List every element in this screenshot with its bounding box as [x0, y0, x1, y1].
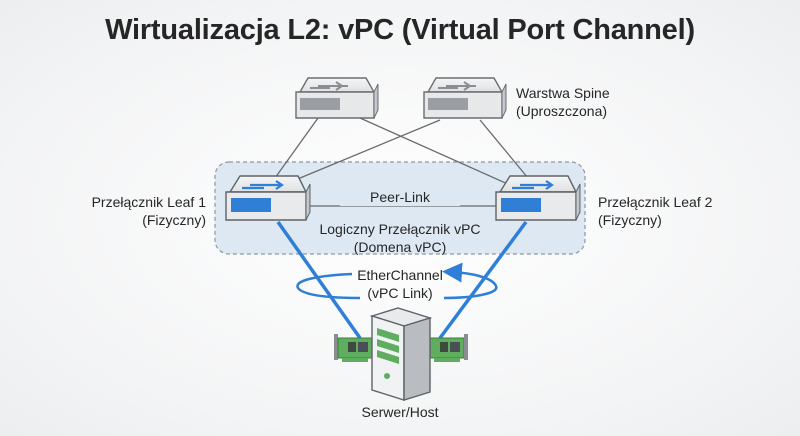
vpc-links: [276, 220, 528, 340]
link-leaf1-server: [276, 220, 362, 340]
leaf1-label-line1: Przełącznik Leaf 1: [91, 194, 206, 210]
link-spine2-leaf1: [287, 119, 441, 184]
etherchannel-ring: [296, 262, 498, 300]
link-spine1-leaf1: [274, 117, 319, 179]
leaf1-label-line2: (Fizyczny): [142, 212, 206, 228]
link-leaf2-server: [438, 220, 528, 340]
leaf2-label-line2: (Fizyczny): [598, 212, 662, 228]
spine-switch-2: [423, 77, 507, 119]
leaf-switch-1: [225, 175, 311, 221]
spine-label-line1: Warstwa Spine: [516, 85, 610, 101]
etherchannel-label-line2: (vPC Link): [367, 285, 433, 301]
vpc-domain-label-line1: Logiczny Przełącznik vPC: [319, 221, 481, 237]
spine-label: Warstwa Spine (Uproszczona): [516, 84, 610, 120]
link-spine2-leaf2: [479, 119, 529, 179]
vpc-domain-label: Logiczny Przełącznik vPC (Domena vPC): [300, 220, 500, 256]
vpc-domain-label-line2: (Domena vPC): [353, 239, 447, 255]
spine-leaf-links: [274, 117, 529, 186]
spine-switch-1: [295, 77, 379, 119]
etherchannel-label: EtherChannel (vPC Link): [340, 266, 460, 302]
nic-card-right: [429, 334, 468, 362]
diagram-title: Wirtualizacja L2: vPC (Virtual Port Chan…: [105, 14, 695, 46]
spine-label-line2: (Uproszczona): [516, 103, 608, 119]
etherchannel-label-line1: EtherChannel: [357, 267, 443, 283]
nic-card-left: [334, 334, 373, 362]
peer-link-label: Peer-Link: [340, 188, 460, 206]
link-spine1-leaf2: [359, 117, 511, 186]
vpc-domain-box: [214, 161, 586, 255]
leaf2-label-line1: Przełącznik Leaf 2: [598, 194, 713, 210]
server-icon: [369, 307, 433, 401]
leaf2-label: Przełącznik Leaf 2 (Fizyczny): [598, 193, 712, 229]
leaf-switch-2: [495, 175, 581, 221]
leaf1-label: Przełącznik Leaf 1 (Fizyczny): [60, 193, 206, 229]
server-label: Serwer/Host: [361, 404, 439, 420]
